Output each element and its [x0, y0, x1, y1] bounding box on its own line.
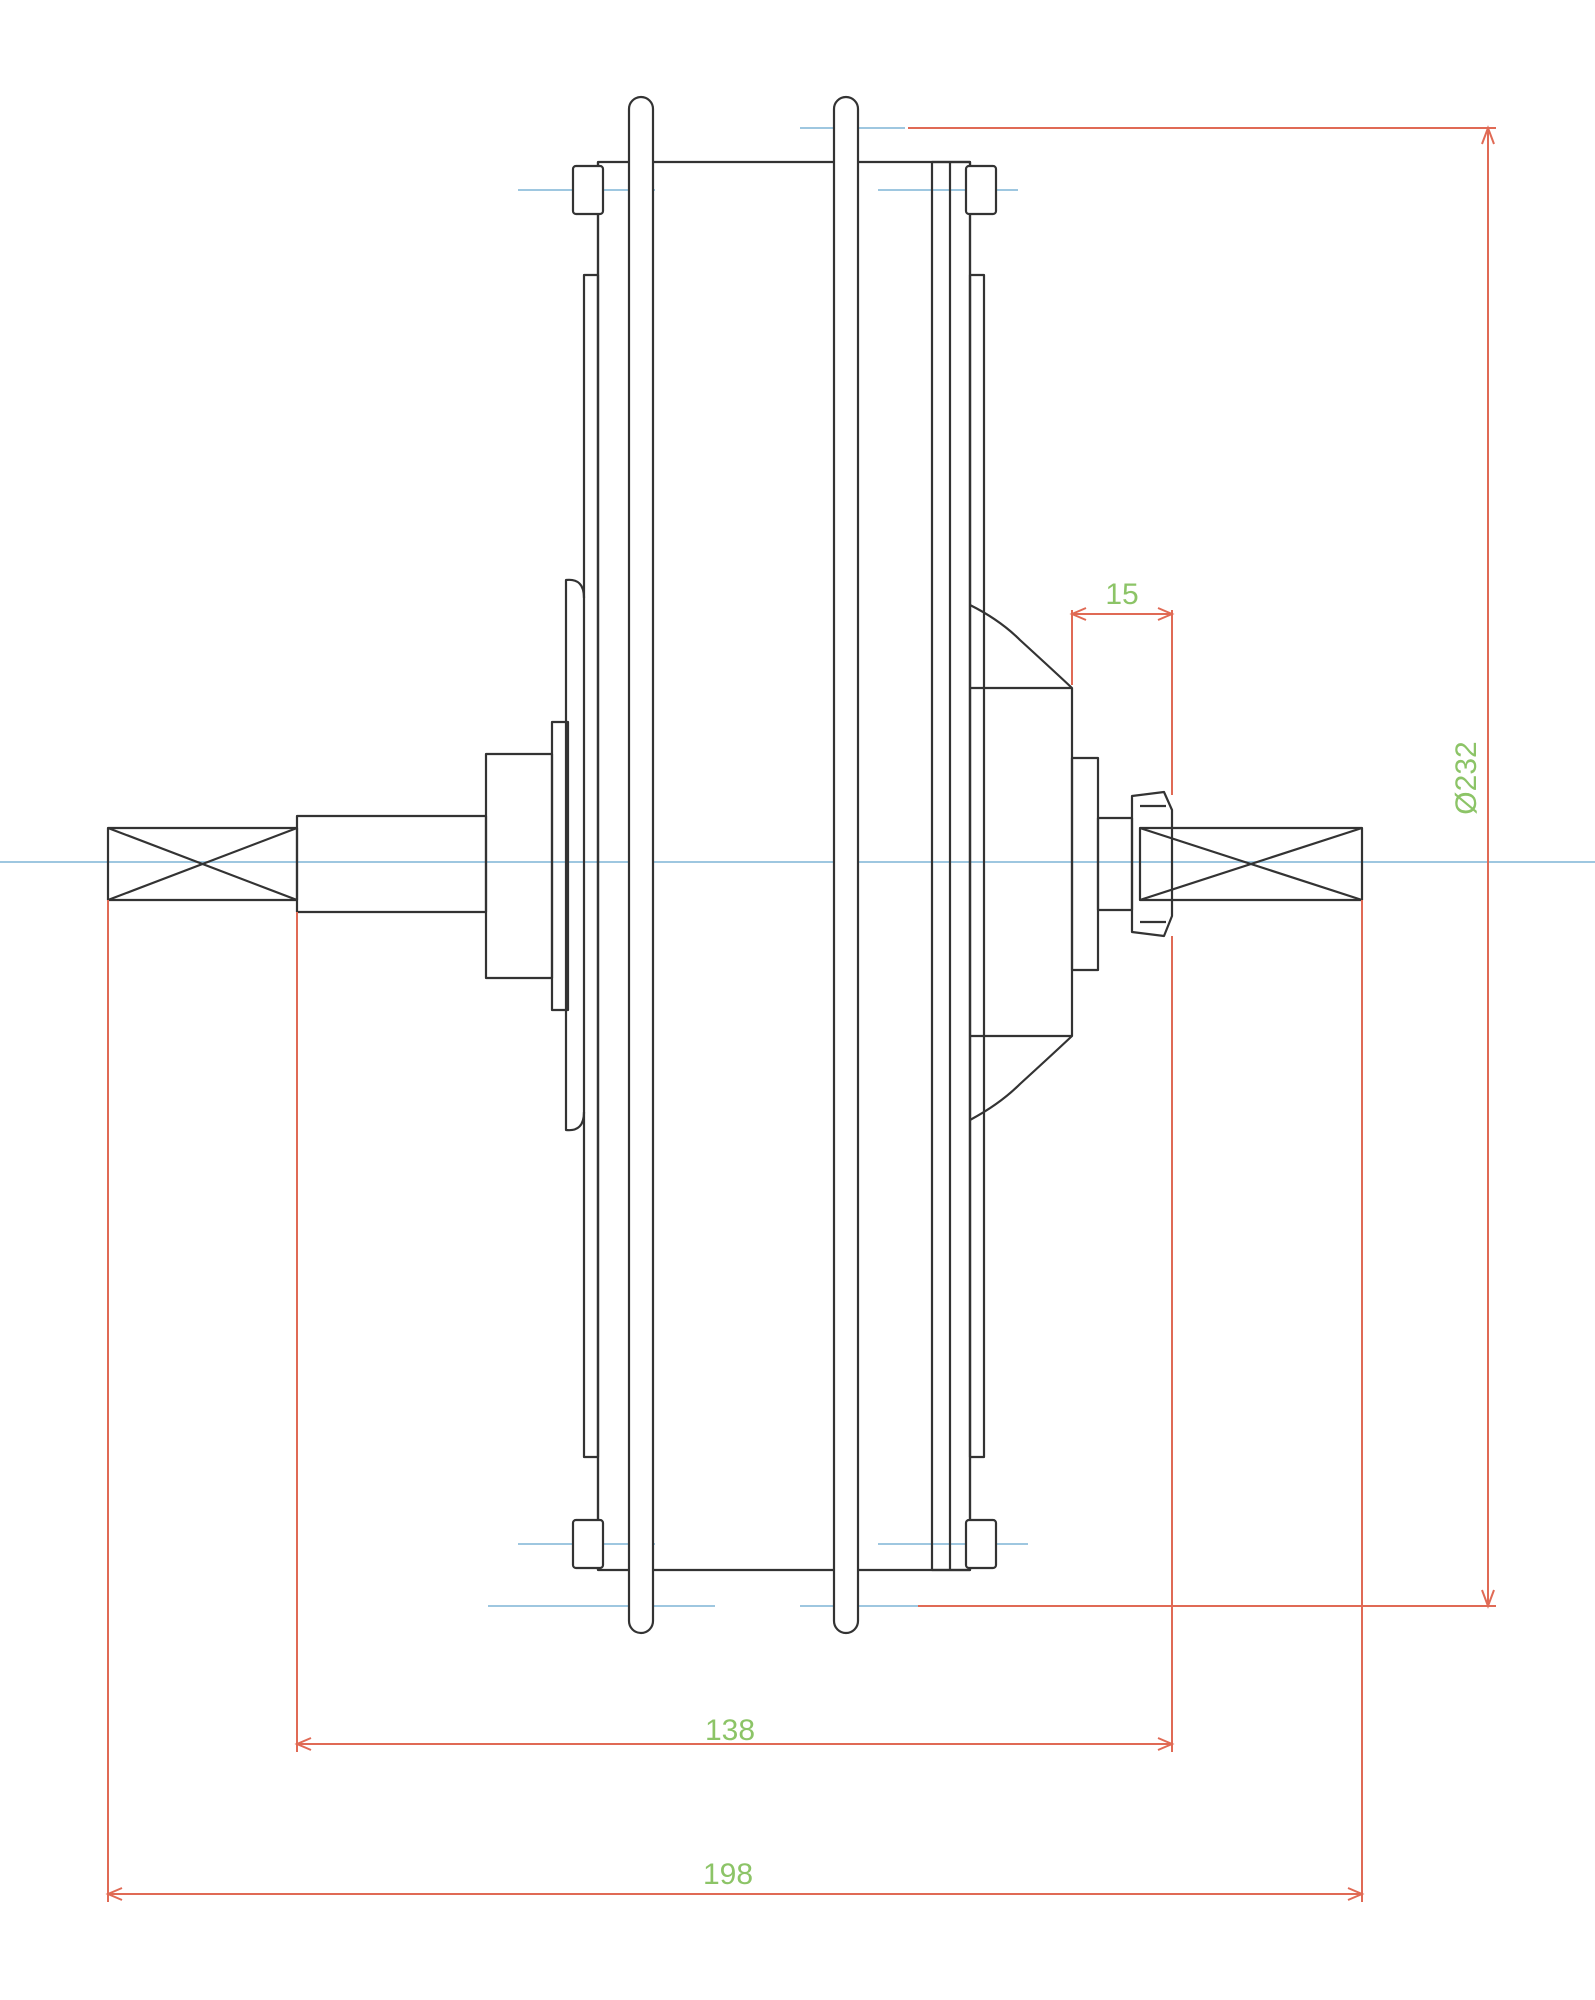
left-hub-cone — [564, 578, 586, 1132]
right-bearing-cap — [1070, 756, 1100, 972]
dimension-label-138: 138 — [705, 1714, 755, 1747]
axle — [106, 814, 1364, 914]
bolt-bottom-right — [964, 1518, 998, 1570]
bolt-top-right — [964, 164, 998, 216]
right-cover-rim — [968, 273, 986, 1459]
right-spoke-flange — [832, 95, 860, 1635]
left-bearing-housing — [484, 752, 554, 980]
motor-body — [484, 95, 1174, 1635]
bolt-bottom-left — [571, 1518, 605, 1570]
left-cover-rim — [582, 273, 600, 1459]
dimension-label-198: 198 — [703, 1858, 753, 1891]
left-spoke-flange — [627, 95, 655, 1635]
dimension-label-15: 15 — [1105, 578, 1138, 611]
dimension-label-diameter: Ø232 — [1450, 741, 1483, 814]
dimensions — [105, 125, 1496, 1902]
bolt-top-left — [571, 164, 605, 216]
axle-shaft-left — [295, 814, 488, 914]
axle-flat-left — [106, 826, 299, 902]
axle-flat-right — [1138, 826, 1364, 902]
axle-nut — [1130, 790, 1174, 938]
right-seal-ring — [1096, 816, 1134, 912]
